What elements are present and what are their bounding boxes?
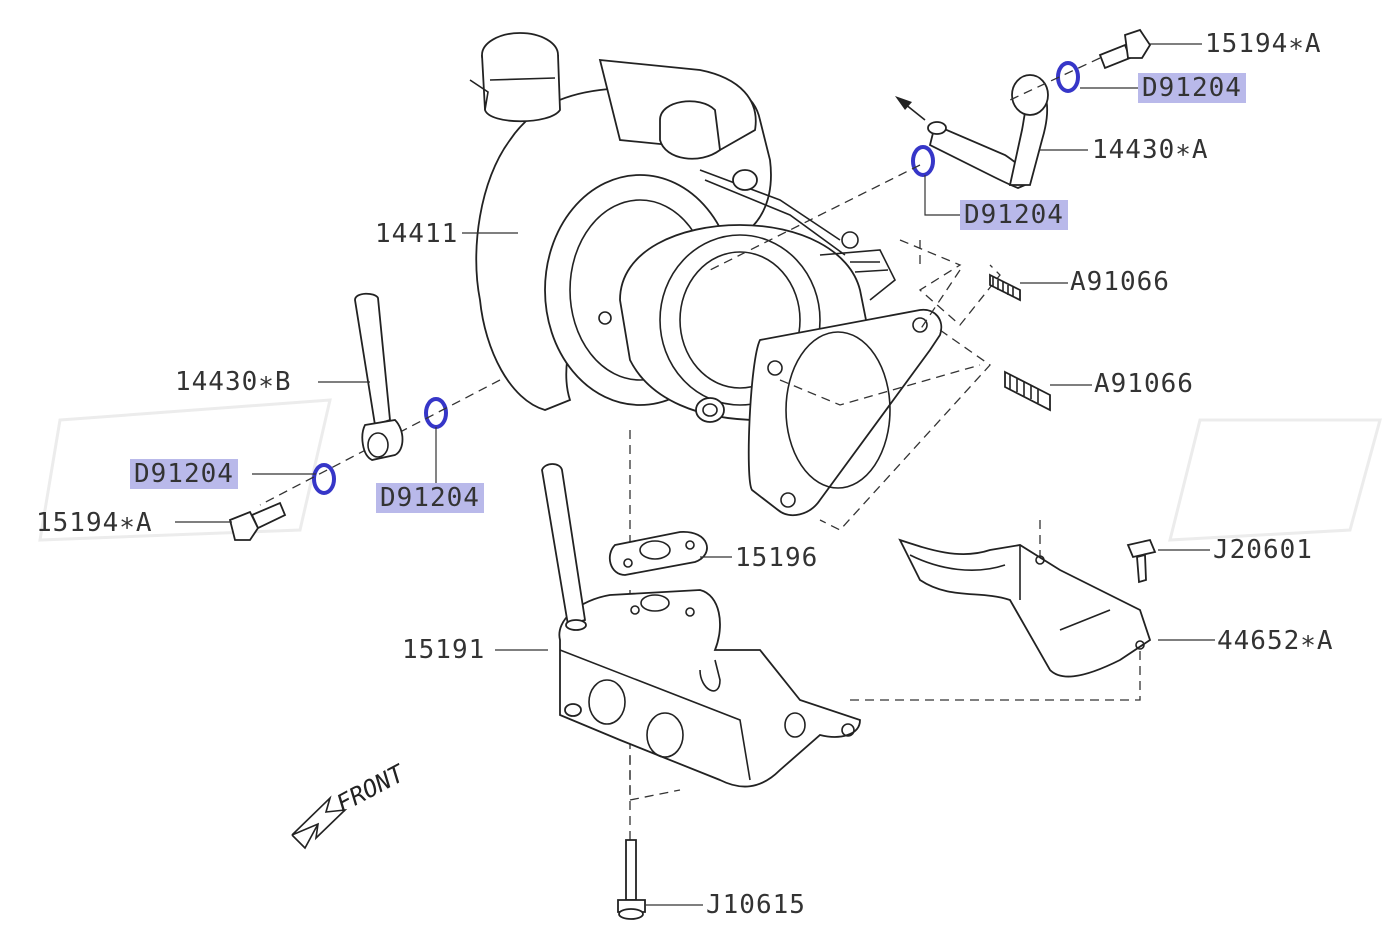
label-stud-a91066-upper[interactable]: A91066	[1070, 267, 1170, 297]
washer-ring-left-1[interactable]	[312, 463, 336, 495]
label-stud-j10615[interactable]: J10615	[706, 890, 806, 920]
front-direction-arrow	[291, 795, 348, 850]
label-washer-d91204-left-2[interactable]: D91204	[376, 483, 484, 513]
oil-pipe-14430-b[interactable]	[354, 292, 404, 461]
label-bolt-j20601[interactable]: J20601	[1213, 535, 1313, 565]
exhaust-manifold-15191[interactable]	[541, 463, 861, 788]
gasket-15196[interactable]	[608, 531, 708, 576]
label-gasket-15196[interactable]: 15196	[735, 543, 819, 573]
label-heat-shield-44652-a[interactable]: 44652∗A	[1217, 626, 1334, 656]
label-washer-d91204-left-1[interactable]: D91204	[130, 459, 238, 489]
stud-a91066-lower[interactable]	[1004, 370, 1051, 412]
flow-arrow	[895, 96, 926, 121]
label-pipe-14430-a[interactable]: 14430∗A	[1092, 135, 1209, 165]
stud-a91066-upper[interactable]	[989, 273, 1021, 302]
leader-lines	[175, 43, 1215, 906]
turbocharger-14411[interactable]	[469, 32, 943, 517]
washer-ring-top-1[interactable]	[1056, 61, 1080, 93]
label-washer-d91204-top-2[interactable]: D91204	[960, 200, 1068, 230]
watermark	[38, 398, 1382, 542]
stud-j10615[interactable]	[617, 839, 646, 920]
label-bolt-15194-a-left[interactable]: 15194∗A	[36, 508, 153, 538]
label-manifold-15191[interactable]: 15191	[402, 635, 486, 665]
heat-shield-44652-a[interactable]	[898, 538, 1152, 678]
bolt-15194-a-top[interactable]	[1098, 28, 1152, 70]
washer-ring-left-2[interactable]	[424, 397, 448, 429]
label-bolt-15194-a-top[interactable]: 15194∗A	[1205, 29, 1322, 59]
washer-ring-top-2[interactable]	[911, 145, 935, 177]
bolt-j20601[interactable]	[1126, 538, 1157, 584]
bolt-15194-a-left[interactable]	[228, 501, 287, 541]
label-washer-d91204-top-1[interactable]: D91204	[1138, 73, 1246, 103]
oil-pipe-14430-a[interactable]	[927, 74, 1049, 189]
label-pipe-14430-b[interactable]: 14430∗B	[175, 367, 292, 397]
label-stud-a91066-lower[interactable]: A91066	[1094, 369, 1194, 399]
label-turbocharger-14411[interactable]: 14411	[375, 219, 459, 249]
